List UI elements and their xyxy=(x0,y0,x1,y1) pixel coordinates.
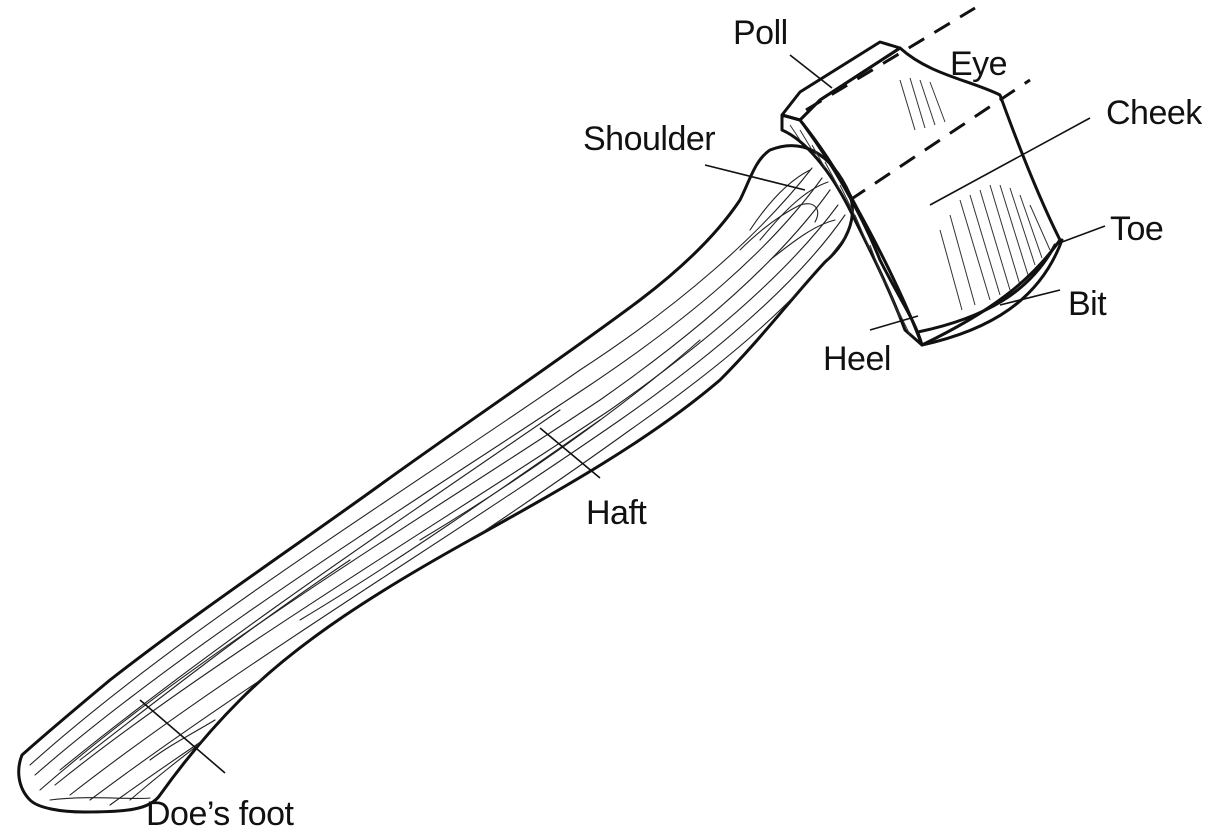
poll-leader xyxy=(790,55,832,88)
haft-leader xyxy=(540,428,600,478)
label-bit: Bit xyxy=(1068,285,1107,323)
label-toe: Toe xyxy=(1110,210,1163,248)
label-does-foot: Doe’s foot xyxy=(146,795,295,833)
label-eye: Eye xyxy=(950,45,1007,83)
label-cheek: Cheek xyxy=(1106,94,1203,132)
leader-lines xyxy=(140,55,1105,773)
label-haft: Haft xyxy=(586,494,647,532)
does-foot-leader xyxy=(140,700,225,773)
haft-shape xyxy=(19,146,853,812)
part-labels: Poll Eye Cheek Shoulder Toe Bit Heel Haf… xyxy=(146,14,1203,833)
toe-leader xyxy=(1062,226,1105,242)
label-shoulder: Shoulder xyxy=(583,120,715,158)
label-poll: Poll xyxy=(733,14,788,52)
haft-grain xyxy=(30,168,850,805)
label-heel: Heel xyxy=(823,340,891,378)
heel-leader xyxy=(870,316,918,330)
